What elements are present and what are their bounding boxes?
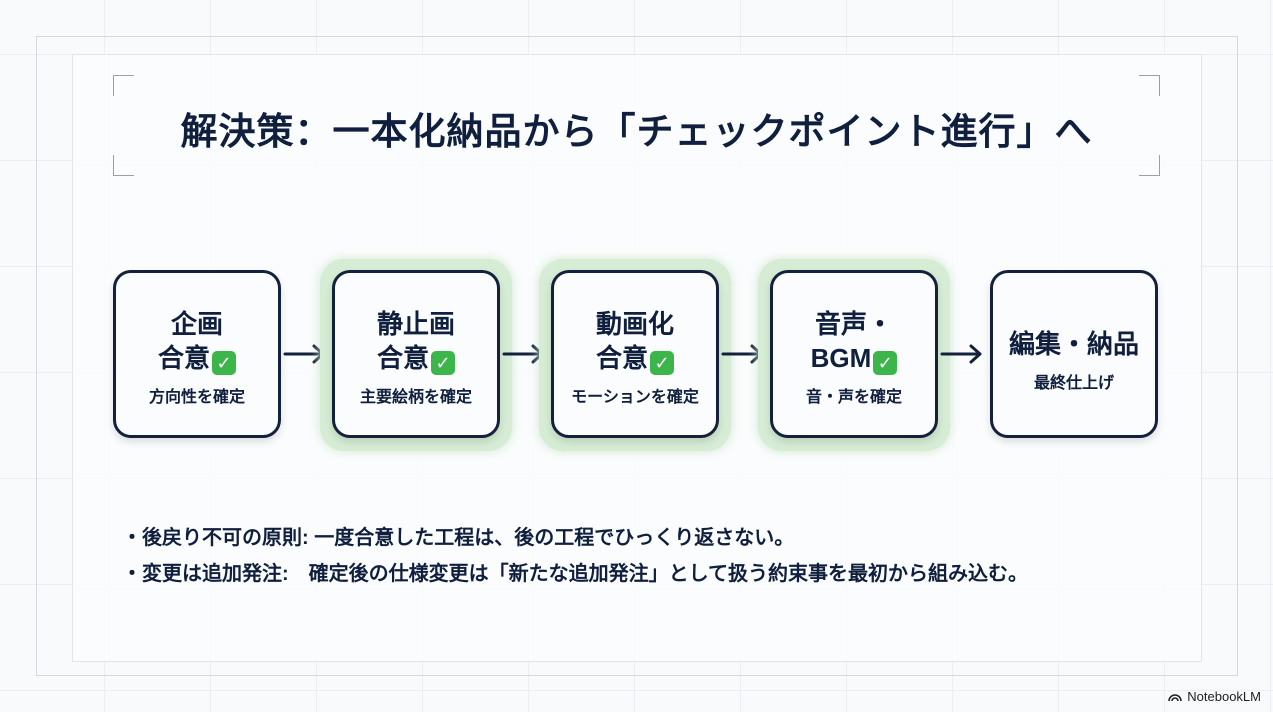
step-subtitle: 音・声を確定: [805, 389, 902, 406]
page-title: 解決策：一本化納品から「チェックポイント進行」へ: [180, 111, 1093, 152]
arrow-right-icon: [940, 344, 982, 364]
step-box: 編集・納品最終仕上げ: [990, 270, 1158, 438]
step-title: 企画 合意✓: [116, 307, 278, 375]
step-box: 動画化 合意✓ モーションを確定: [551, 270, 719, 438]
corner-bracket: [113, 75, 134, 96]
step-subtitle: 主要絵柄を確定: [359, 389, 472, 406]
step-title: 音声・ BGM✓: [773, 307, 935, 375]
brand-name: NotebookLM: [1187, 689, 1261, 704]
outer-frame: [36, 36, 1238, 676]
bullet-item: ・後戻り不可の原則: 一度合意した工程は、後の工程でひっくり返さない。: [122, 527, 795, 549]
brand-logo: NotebookLM: [1168, 689, 1261, 704]
step-title: 動画化 合意✓: [595, 309, 674, 375]
notebooklm-icon: [1168, 694, 1183, 702]
step-box: 音声・ BGM✓ 音・声を確定: [770, 270, 938, 438]
title-box: 解決策：一本化納品から「チェックポイント進行」へ: [113, 75, 1160, 176]
checkmark-icon: ✓: [212, 351, 236, 375]
step-title: 編集・納品: [1008, 329, 1139, 359]
corner-bracket: [113, 155, 134, 176]
step-box: 企画 合意✓ 方向性を確定: [113, 270, 281, 438]
step-box: 静止画 合意✓ 主要絵柄を確定: [332, 270, 500, 438]
step-subtitle: モーションを確定: [571, 389, 699, 406]
corner-bracket: [1139, 155, 1160, 176]
bullet-list: ・後戻り不可の原則: 一度合意した工程は、後の工程でひっくり返さない。 ・変更は…: [122, 520, 1028, 592]
corner-bracket: [1139, 75, 1160, 96]
checkmark-icon: ✓: [650, 351, 674, 375]
checkmark-icon: ✓: [873, 351, 898, 375]
step-subtitle: 方向性を確定: [148, 389, 245, 406]
step-title: 静止画 合意✓: [376, 309, 455, 375]
step-subtitle: 最終仕上げ: [1033, 375, 1114, 392]
bullet-item: ・変更は追加発注: 確定後の仕様変更は「新たな追加発注」として扱う約束事を最初か…: [122, 563, 1029, 585]
checkmark-icon: ✓: [431, 351, 455, 375]
